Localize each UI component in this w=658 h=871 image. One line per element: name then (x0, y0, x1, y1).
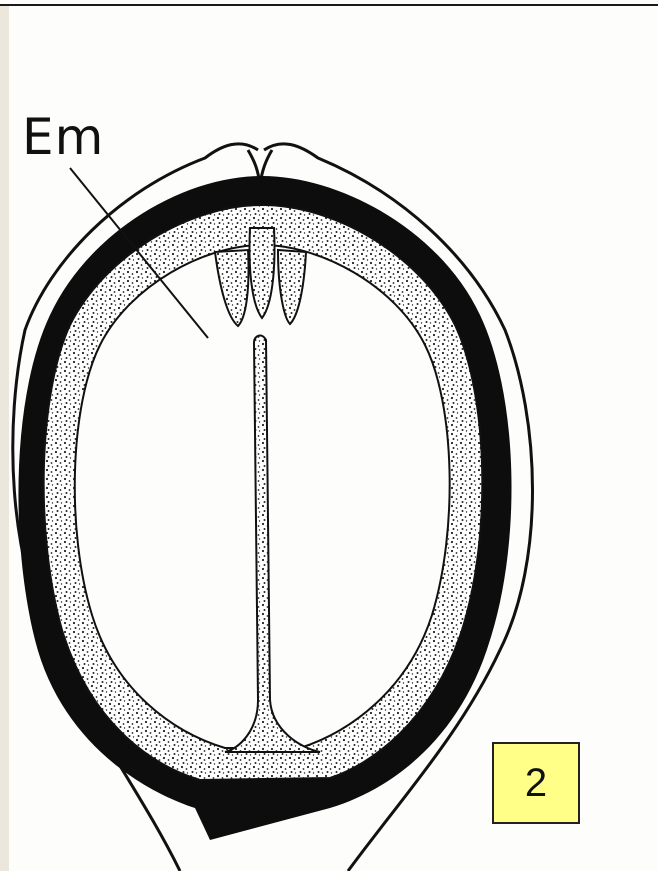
figure-number: 2 (525, 761, 547, 806)
upper-lobe-middle (250, 228, 275, 318)
upper-lobe-right (278, 250, 306, 324)
embryo-label: Em (22, 112, 104, 162)
central-column (225, 336, 320, 752)
figure-number-badge: 2 (492, 742, 580, 824)
upper-lobe-left (215, 250, 249, 326)
